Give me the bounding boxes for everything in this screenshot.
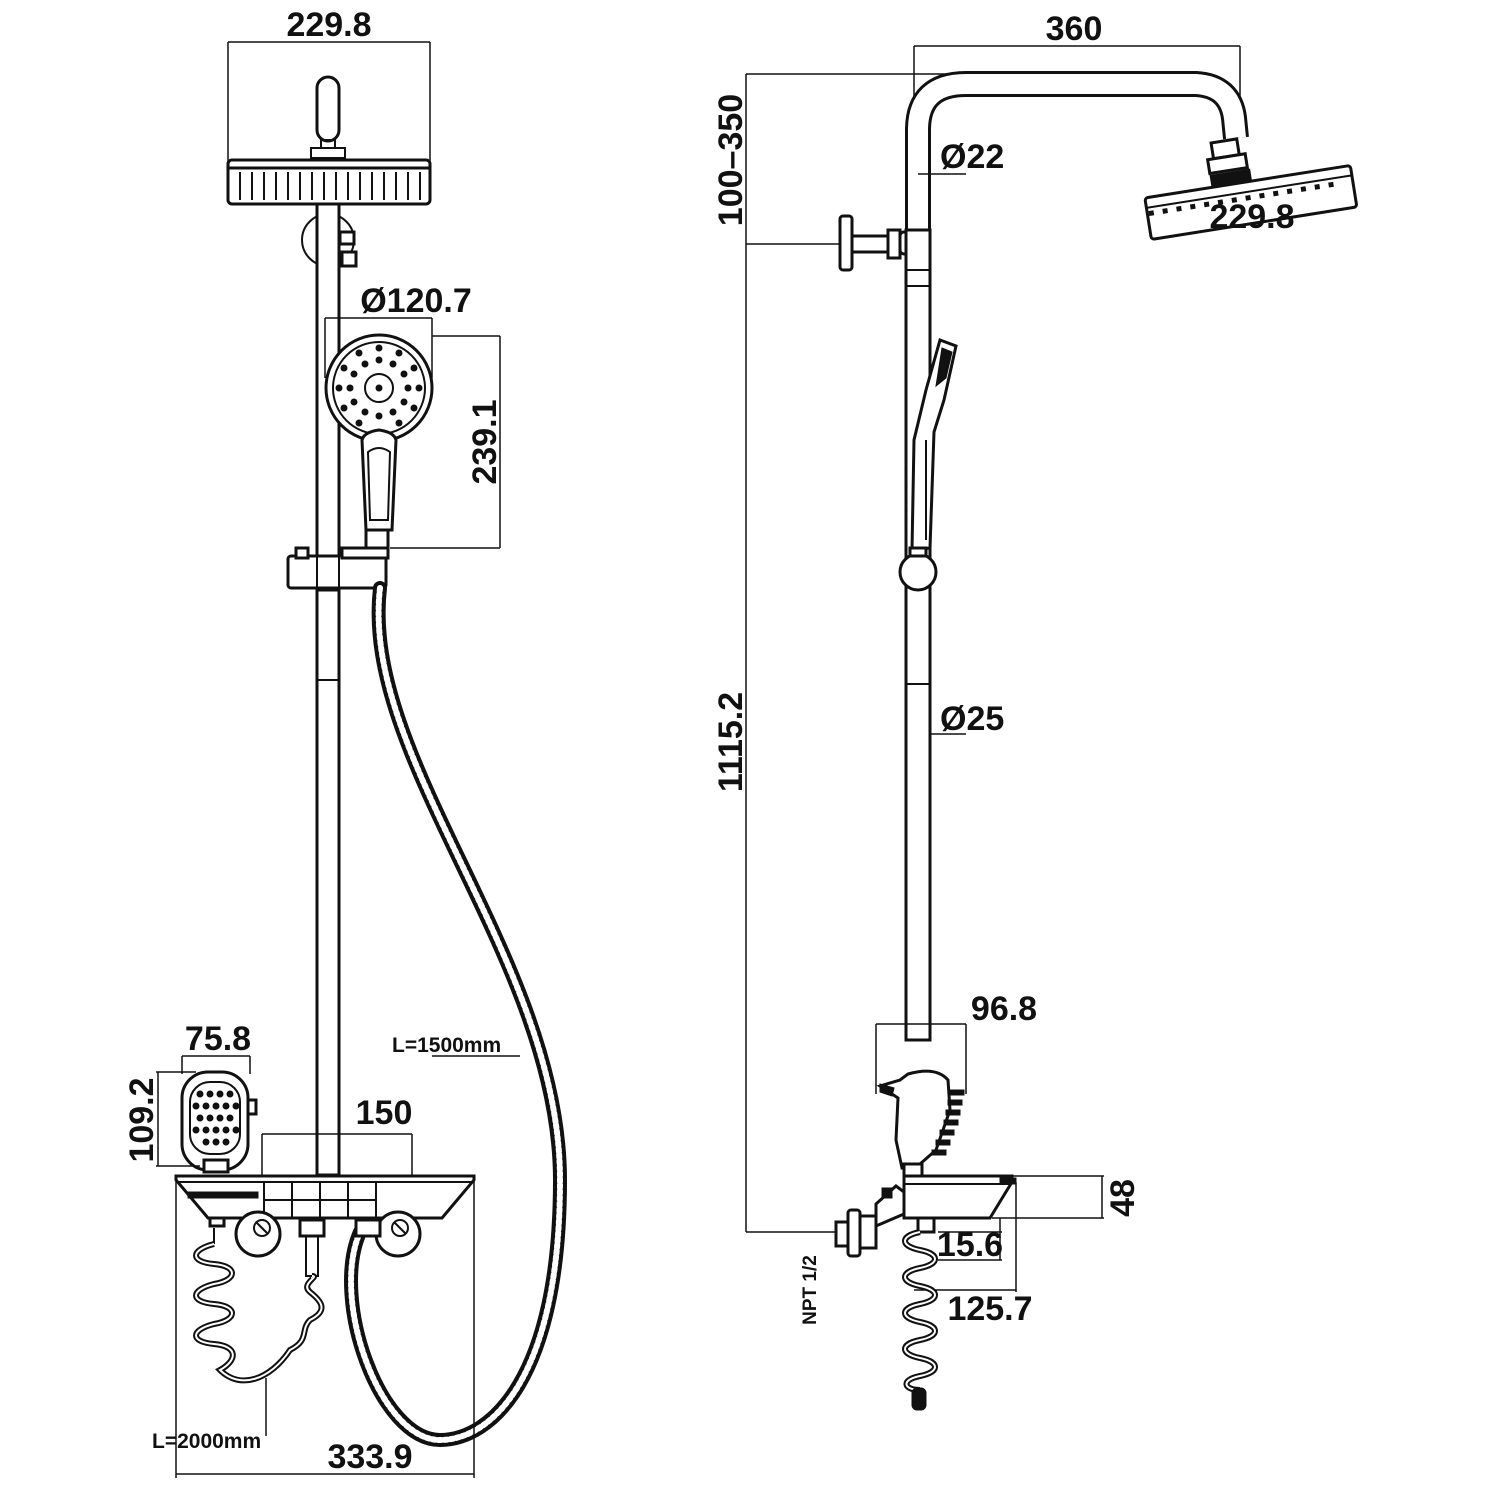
side-rain-head-nozzles (1148, 181, 1334, 217)
side-shower-arm (905, 71, 1249, 232)
hand-shower-diameter-label: Ø120.7 (360, 282, 472, 320)
inlet-thread-label: NPT 1/2 (800, 1255, 821, 1325)
front-rain-head-width-dimension: 229.8 (227, 6, 431, 165)
riser-diameter-label: Ø25 (940, 700, 1004, 738)
inlet-offset-label: 15.6 (937, 1226, 1003, 1264)
front-hand-shower-length-dimension: 239.1 (390, 335, 504, 549)
coil-hose-length-callout: L=2000mm (152, 1378, 267, 1453)
rain-head-nozzle-slots (239, 172, 421, 200)
shelf-depth-dimension: 125.7 (914, 1182, 1033, 1328)
height-adjust-label: 100–350 (712, 94, 750, 226)
side-rain-head: 229.8 (1143, 137, 1358, 241)
hose-length-label: L=1500mm (392, 1034, 501, 1057)
riser-height-dimension: 1115.2 (712, 244, 836, 1233)
shelf-height-dimension: 48 (992, 1175, 1142, 1219)
shelf-width-dimension: 333.9 (175, 1180, 475, 1478)
slide-width-label: 75.8 (185, 1020, 251, 1058)
small-handheld-nozzles (192, 1090, 240, 1146)
arm-reach-dimension: 360 (913, 10, 1241, 130)
side-riser-pipe (904, 228, 932, 1042)
side-small-handheld (876, 1069, 965, 1178)
inlet-thread-callout: NPT 1/2 (800, 1255, 821, 1325)
arm-diameter-callout: Ø22 (918, 138, 1004, 176)
valve-spacing-label: 150 (356, 1094, 413, 1132)
front-rain-head-width-label: 229.8 (286, 6, 371, 44)
hose-length-callout: L=1500mm (392, 1034, 520, 1057)
front-hand-shower (324, 333, 434, 550)
side-view: 360 100–350 Ø22 (712, 10, 1358, 1411)
shelf-width-label: 333.9 (327, 1438, 412, 1476)
side-inlet-valve (834, 1184, 906, 1258)
hand-shower-nozzles (335, 344, 423, 427)
shelf-height-label: 48 (1104, 1179, 1142, 1217)
front-coiled-hose (193, 1228, 325, 1384)
side-rain-head-width-label: 229.8 (1209, 198, 1294, 236)
front-shelf-body (174, 1174, 476, 1228)
inlet-offset-dimension: 15.6 (937, 1218, 1003, 1264)
front-view: 229.8 (123, 6, 568, 1478)
front-slide-bracket (286, 546, 390, 590)
front-rain-head (226, 75, 432, 206)
riser-height-label: 1115.2 (712, 692, 750, 792)
valve-spacing-dimension: 150 (261, 1094, 413, 1178)
riser-diameter-callout: Ø25 (930, 700, 1004, 738)
shelf-depth-label: 125.7 (947, 1290, 1032, 1328)
hand-shower-length-label: 239.1 (466, 399, 504, 484)
side-handheld-nozzles (931, 1089, 965, 1156)
front-small-handheld (180, 1070, 258, 1174)
front-hand-shower-diameter-dimension: Ø120.7 (324, 282, 472, 378)
handle-depth-dimension: 96.8 (875, 990, 1037, 1094)
arm-reach-label: 360 (1046, 10, 1103, 48)
slide-width-dimension: 75.8 (181, 1020, 251, 1074)
height-adjust-dimension: 100–350 (712, 73, 970, 245)
coil-hose-length-label: L=2000mm (152, 1430, 261, 1453)
side-coiled-hose (902, 1229, 938, 1411)
arm-diameter-label: Ø22 (940, 138, 1004, 176)
slide-height-dimension: 109.2 (123, 1071, 200, 1167)
slide-height-label: 109.2 (123, 1077, 161, 1162)
side-hand-shower (898, 338, 958, 592)
front-shower-hose (344, 581, 568, 1448)
side-shelf-body (902, 1174, 1017, 1234)
shelf-control-buttons (263, 1181, 377, 1219)
front-wall-inlets (234, 1210, 422, 1277)
handle-depth-label: 96.8 (971, 990, 1037, 1028)
